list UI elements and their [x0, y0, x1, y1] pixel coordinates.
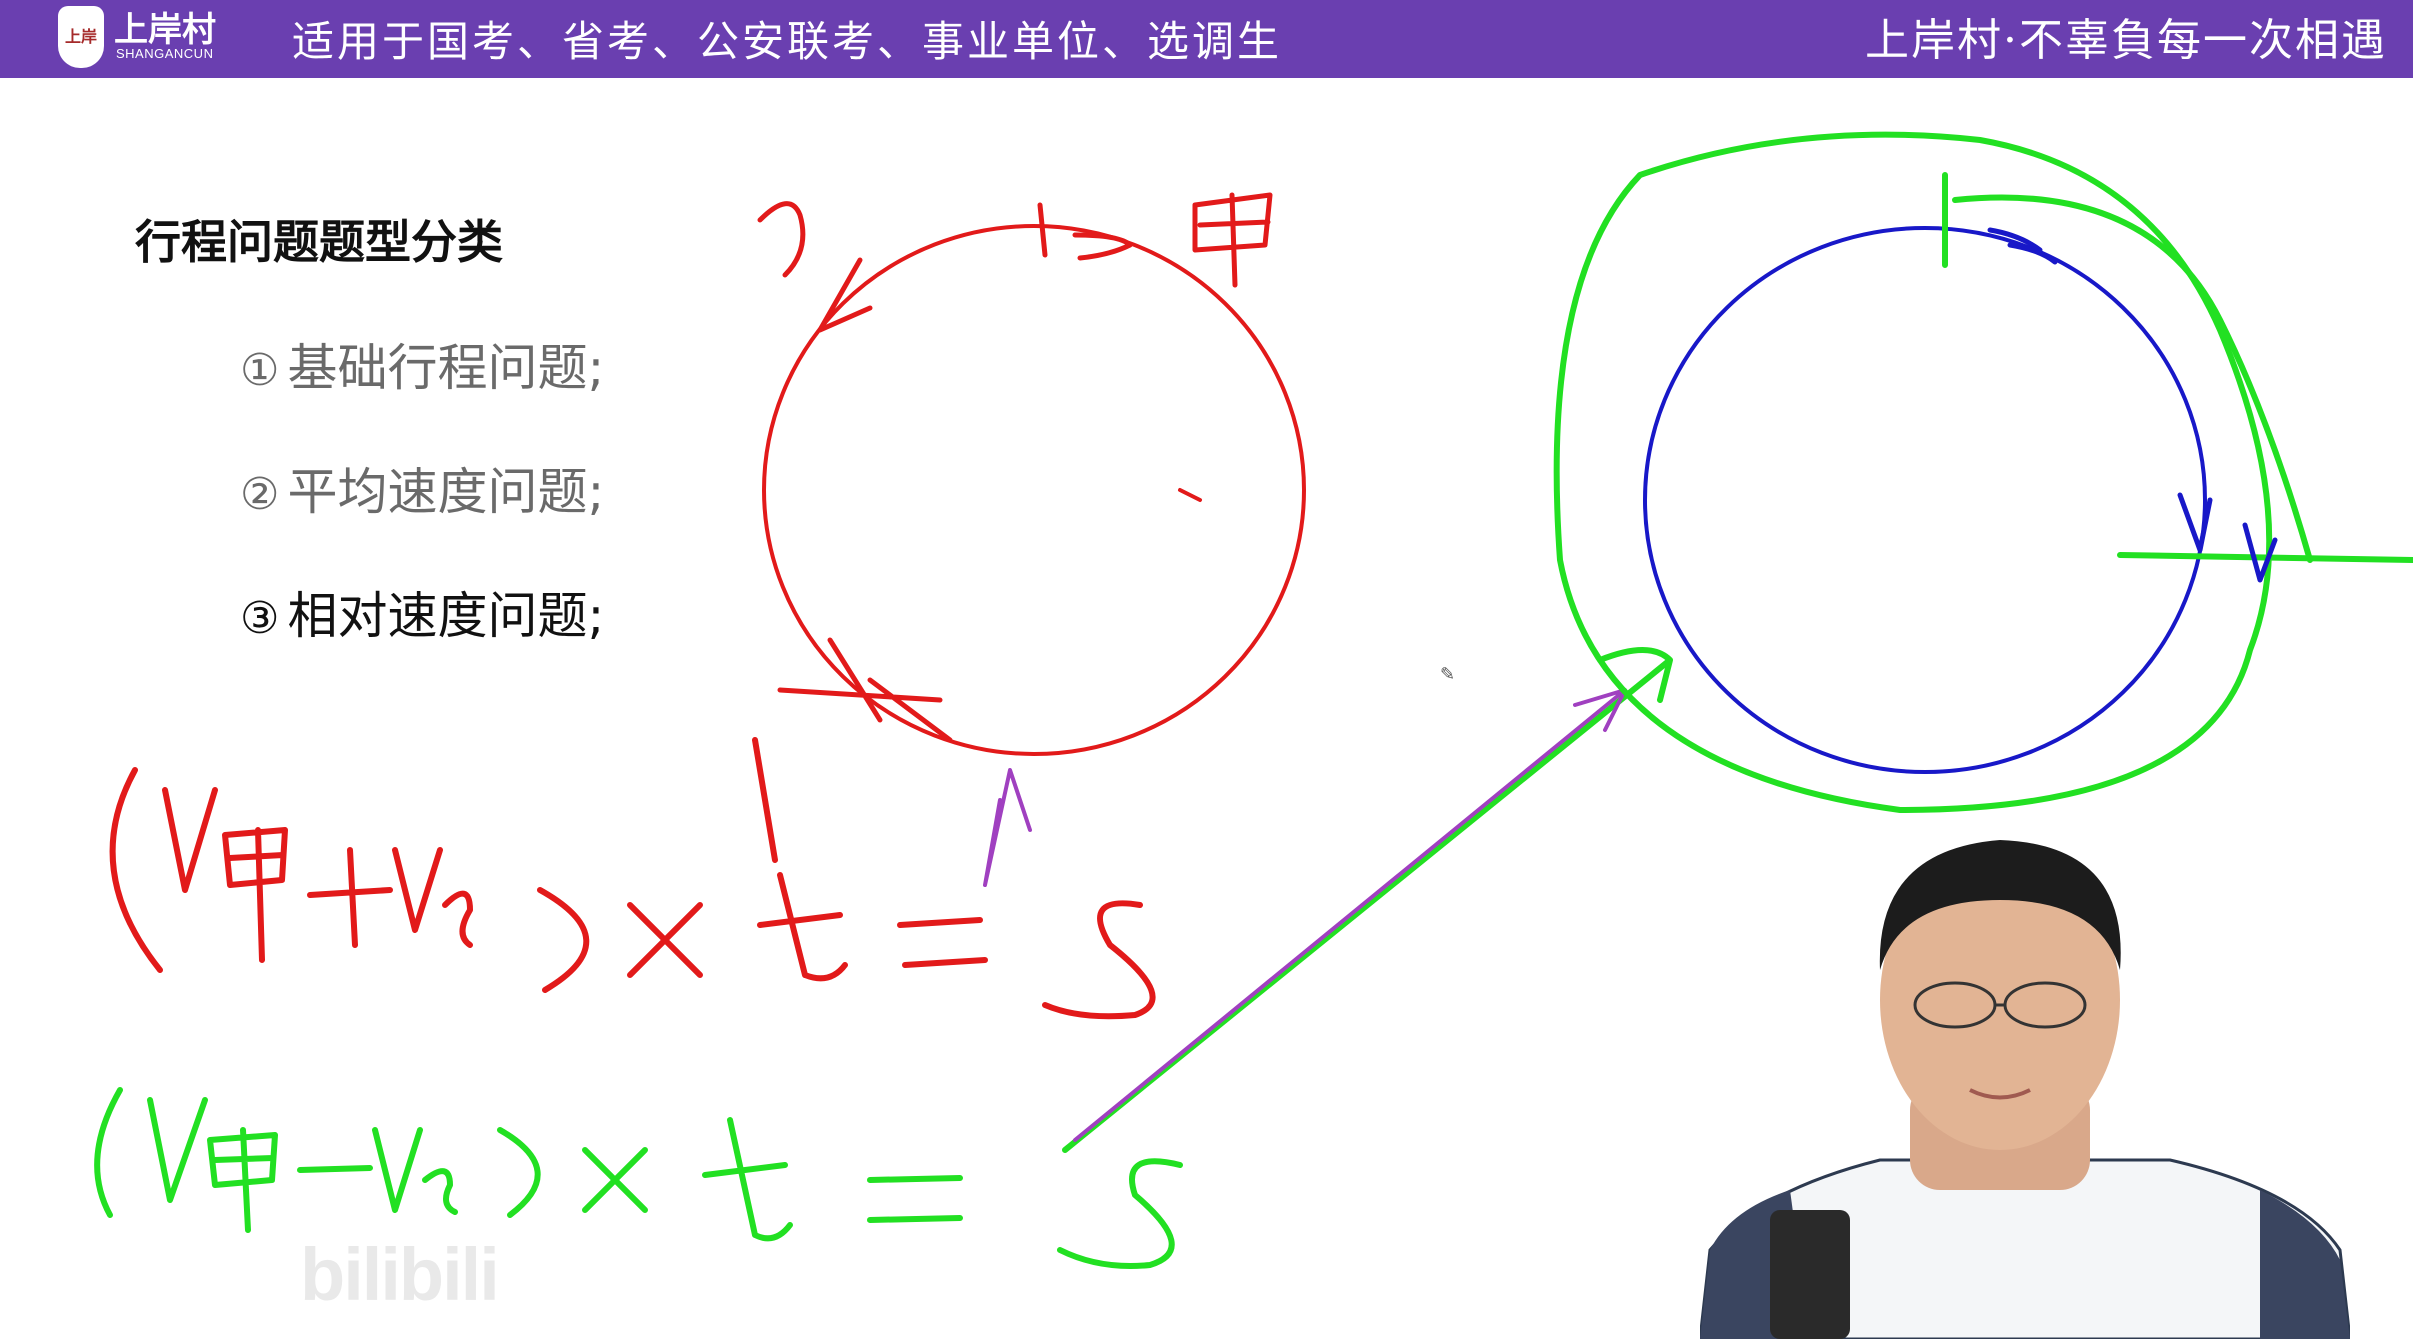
banner-text-left: 适用于国考、省考、公安联考、事业单位、选调生: [292, 17, 1283, 66]
green-v: [147, 1097, 208, 1203]
red-jia-sub: [222, 827, 288, 963]
green-times: [582, 1147, 648, 1213]
red-track-diagram: [757, 192, 1306, 756]
red-v: [162, 787, 218, 893]
purple-connector-arrow: [1073, 688, 1627, 1142]
red-start-tick: [1037, 202, 1048, 258]
green-jia-sub: [207, 1127, 278, 1233]
green-t: [702, 1117, 793, 1242]
list-item-number: ①: [240, 345, 280, 396]
bilibili-watermark: bilibili: [300, 1233, 500, 1316]
green-connector-arrow: [1062, 647, 1673, 1153]
list-item-label: 平均速度问题;: [287, 463, 605, 521]
section-title: 行程问题题型分类: [135, 215, 503, 269]
red-equals: [897, 917, 988, 968]
microphone-icon: [1770, 1210, 1850, 1339]
presenter-mouth: [1969, 1088, 2031, 1100]
red-t: [757, 872, 848, 982]
presenter-shirt-shadow-right: [2260, 1190, 2350, 1339]
red-v-yi: [392, 847, 473, 948]
header-bar: 上岸 上岸村 SHANGANCUN 适用于国考、省考、公安联考、事业单位、选调生…: [0, 0, 2413, 78]
red-times: [627, 902, 703, 978]
red-meeting-mark: [777, 637, 953, 743]
presenter-hair: [1879, 840, 2121, 970]
red-label-jia: [1192, 192, 1273, 288]
green-equals: [867, 1175, 963, 1223]
brand-name: 上岸村: [114, 10, 216, 50]
green-formula: [94, 1087, 1183, 1269]
overtake-diagram: [1553, 131, 2413, 813]
presenter-face: [1880, 850, 2120, 1150]
red-dash: [1178, 488, 1202, 502]
green-outer-loop: [1553, 131, 2273, 813]
red-paren-open: [109, 767, 163, 973]
red-paren-close: [537, 887, 590, 993]
list-item-label: 基础行程问题;: [287, 339, 605, 397]
red-stray-mark: [752, 737, 778, 863]
brand-subtitle: SHANGANCUN: [116, 46, 214, 61]
red-label-yi: [757, 201, 806, 278]
presenter-video: [1700, 840, 2350, 1339]
green-s: [1057, 1158, 1183, 1269]
red-plus: [307, 847, 393, 948]
red-arrow-yi: [817, 257, 873, 333]
blue-circle-track: [1643, 226, 2207, 774]
red-s: [1042, 900, 1156, 1020]
red-formula: [109, 737, 1156, 1020]
blue-arrow-top: [1987, 227, 2058, 265]
annotation-canvas[interactable]: ✎: [0, 78, 2413, 1339]
red-arrow-jia: [1072, 232, 1133, 261]
list-item-number: ③: [240, 593, 280, 644]
brand-logo-icon: 上岸: [58, 6, 104, 68]
green-inner-path: [1942, 172, 2313, 563]
red-circle-track: [762, 224, 1306, 756]
green-minus: [297, 1165, 373, 1173]
list-item-number: ②: [240, 469, 280, 520]
pen-cursor-icon: ✎: [1440, 664, 1455, 685]
green-v-yi: [372, 1127, 458, 1215]
purple-arrow-up: [983, 768, 1032, 887]
blue-arrow-right: [2177, 492, 2278, 583]
list-item-label: 相对速度问题;: [287, 587, 605, 645]
green-paren-open: [94, 1087, 123, 1218]
banner-text-right: 上岸村·不辜負每一次相遇: [1865, 15, 2387, 66]
green-paren-close: [497, 1127, 541, 1218]
